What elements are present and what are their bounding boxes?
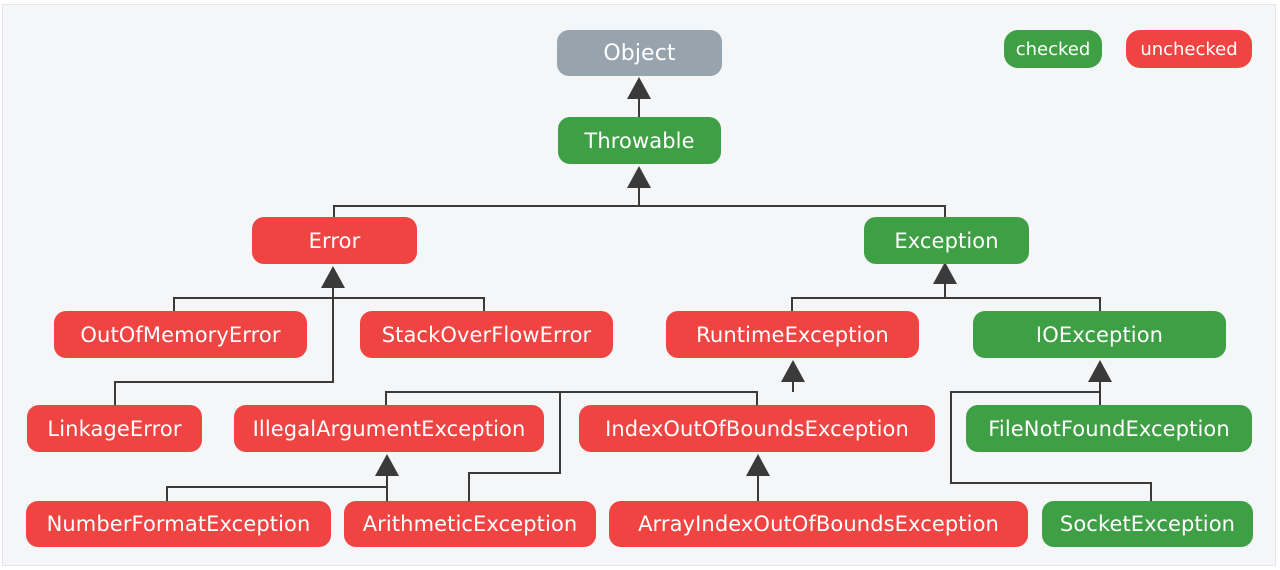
- node-throwable-label: Throwable: [584, 128, 695, 153]
- node-number-format-exception-label: NumberFormatException: [46, 512, 311, 536]
- node-arithmetic-exception-label: ArithmeticException: [362, 512, 578, 536]
- edge-illegal-argument-children: [166, 475, 388, 501]
- node-array-index-out-of-bounds-exception: ArrayIndexOutOfBoundsException: [609, 501, 1028, 547]
- edge-io-children: [950, 380, 1152, 501]
- node-throwable: Throwable: [558, 117, 721, 164]
- arrowhead-throwable: [627, 166, 651, 188]
- node-error-label: Error: [308, 228, 361, 253]
- node-error: Error: [252, 217, 417, 264]
- node-number-format-exception: NumberFormatException: [26, 501, 331, 547]
- node-out-of-memory-error-label: OutOfMemoryError: [80, 322, 281, 347]
- node-linkage-error-label: LinkageError: [47, 416, 182, 441]
- node-exception: Exception: [864, 217, 1029, 264]
- node-object-label: Object: [603, 40, 676, 66]
- node-file-not-found-exception-label: FileNotFoundException: [988, 416, 1230, 441]
- node-file-not-found-exception: FileNotFoundException: [966, 405, 1252, 452]
- arrowhead-io-exception: [1088, 360, 1112, 382]
- node-index-out-of-bounds-exception-label: IndexOutOfBoundsException: [605, 416, 909, 441]
- node-runtime-exception: RuntimeException: [666, 311, 919, 358]
- edge-runtime-children: [385, 382, 794, 501]
- node-index-out-of-bounds-exception: IndexOutOfBoundsException: [579, 405, 935, 452]
- node-linkage-error: LinkageError: [27, 405, 202, 452]
- node-array-index-out-of-bounds-exception-label: ArrayIndexOutOfBoundsException: [638, 512, 999, 536]
- edge-error-exception-throwable: [333, 188, 946, 217]
- edge-errors-error: [114, 288, 485, 405]
- legend-checked-label: checked: [1015, 38, 1091, 60]
- node-illegal-argument-exception: IllegalArgumentException: [234, 405, 544, 452]
- arrowhead-index-out-of-bounds: [746, 454, 770, 476]
- node-io-exception: IOException: [973, 311, 1226, 358]
- node-stack-over-flow-error: StackOverFlowError: [360, 311, 613, 358]
- node-object: Object: [557, 30, 722, 76]
- arrowhead-object: [627, 77, 651, 99]
- node-socket-exception: SocketException: [1042, 501, 1253, 547]
- node-socket-exception-label: SocketException: [1059, 512, 1236, 536]
- node-io-exception-label: IOException: [1035, 322, 1164, 347]
- class-hierarchy-diagram: checked unchecked Object Throwable Error…: [2, 4, 1276, 566]
- arrowhead-exception: [933, 262, 957, 284]
- legend-unchecked-label: unchecked: [1140, 38, 1238, 60]
- arrowhead-runtime-exception: [781, 360, 805, 382]
- node-arithmetic-exception: ArithmeticException: [344, 501, 596, 547]
- arrowhead-error: [321, 266, 345, 288]
- edge-runtime-io-exception: [791, 284, 1101, 311]
- node-stack-over-flow-error-label: StackOverFlowError: [381, 322, 592, 347]
- arrowhead-illegal-argument: [375, 454, 399, 476]
- legend-checked: checked: [1004, 30, 1102, 68]
- node-runtime-exception-label: RuntimeException: [696, 322, 889, 347]
- legend-unchecked: unchecked: [1126, 30, 1252, 68]
- node-out-of-memory-error: OutOfMemoryError: [54, 311, 307, 358]
- node-exception-label: Exception: [894, 228, 999, 253]
- node-illegal-argument-exception-label: IllegalArgumentException: [252, 416, 526, 441]
- connector-lines: [114, 77, 1152, 501]
